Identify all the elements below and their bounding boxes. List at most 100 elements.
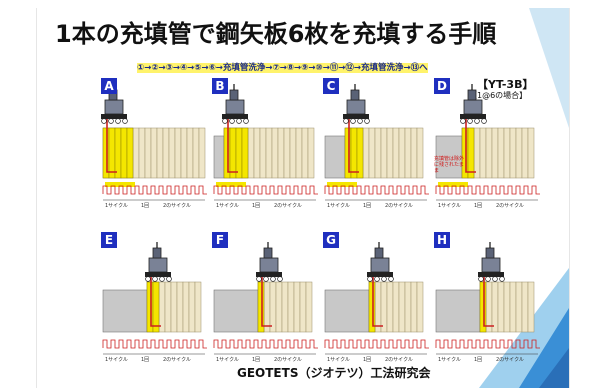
cycle-label-2: 2のサイクル <box>274 203 302 209</box>
panel-drawing <box>213 84 318 201</box>
cycle-timing-wave <box>324 185 429 195</box>
cycle-label-2: 2のサイクル <box>385 357 413 363</box>
sheet-pile <box>398 127 406 179</box>
sheet-pile <box>497 127 505 179</box>
sheet-pile <box>515 281 523 333</box>
cycle-timing-wave <box>213 339 318 349</box>
sheet-pile <box>485 281 493 333</box>
cycle-label-2: 2のサイクル <box>496 203 524 209</box>
cycle-label-2: 2のサイクル <box>496 357 524 363</box>
sheet-pile <box>182 281 190 333</box>
sheet-pile <box>192 127 200 179</box>
sheet-pile <box>527 281 535 333</box>
sheet-pile <box>277 127 285 179</box>
panel-step-badge: G <box>323 232 339 248</box>
panel-d-note: 充填管は除外に残されたまま <box>434 156 465 174</box>
sheet-pile <box>521 127 529 179</box>
cycle-label-mid: 1回 <box>252 357 261 363</box>
cycle-label-mid: 1回 <box>474 357 483 363</box>
sheet-pile <box>503 127 511 179</box>
sheet-pile <box>247 127 255 179</box>
filled-sheet-pile <box>479 281 487 333</box>
filled-sheet-pile <box>467 127 475 179</box>
panel-step-badge: E <box>101 232 117 248</box>
filler-pipe <box>150 272 161 327</box>
sheet-pile <box>253 127 261 179</box>
sheet-pile <box>491 281 499 333</box>
sheet-pile <box>374 281 382 333</box>
pile-driver-machine-icon <box>222 84 249 124</box>
sheet-pile <box>293 281 301 333</box>
cycle-label-1: 1サイクル <box>105 203 128 209</box>
sheet-pile <box>362 127 370 179</box>
sheet-pile <box>392 127 400 179</box>
sheet-pile <box>404 127 412 179</box>
cycle-label-mid: 1回 <box>141 357 150 363</box>
sheet-pile <box>144 127 152 179</box>
sheet-pile <box>410 127 418 179</box>
sheet-pile <box>307 127 315 179</box>
sheet-pile <box>416 127 424 179</box>
sheet-pile <box>194 281 202 333</box>
sheet-pile <box>509 281 517 333</box>
filled-sheet-pile <box>146 281 154 333</box>
sheet-pile <box>162 127 170 179</box>
sheet-pile <box>168 127 176 179</box>
sheet-pile <box>368 127 376 179</box>
filled-sheet-pile <box>235 127 243 179</box>
filled-section <box>435 135 463 179</box>
sheet-pile <box>259 127 267 179</box>
filler-pipe <box>261 272 272 327</box>
sheet-pile <box>281 281 289 333</box>
filled-sheet-pile <box>108 127 116 179</box>
current-step-highlight <box>216 182 246 187</box>
filled-sheet-pile <box>241 127 249 179</box>
filled-sheet-pile <box>344 127 352 179</box>
panel-step-badge: C <box>323 78 339 94</box>
sheet-pile <box>479 127 487 179</box>
current-step-highlight <box>327 182 357 187</box>
panel-drawing <box>324 84 429 201</box>
sheet-pile <box>164 281 172 333</box>
sheet-pile <box>150 127 158 179</box>
pile-driver-machine-icon <box>145 242 172 282</box>
sheet-pile <box>138 127 146 179</box>
filled-sheet-pile <box>126 127 134 179</box>
cycle-label-mid: 1回 <box>363 203 372 209</box>
sheet-pile <box>515 127 523 179</box>
cycle-timing-wave <box>102 185 207 195</box>
slide-title: 1本の充填管で鋼矢板6枚を充填する手順 <box>55 20 497 48</box>
sheet-pile <box>275 281 283 333</box>
sheet-pile <box>186 127 194 179</box>
pile-driver-machine-icon <box>343 84 370 124</box>
filled-section <box>435 289 481 333</box>
sheet-pile <box>473 127 481 179</box>
cycle-label-mid: 1回 <box>252 203 261 209</box>
pile-driver-machine-icon <box>478 242 505 282</box>
pile-driver-machine-icon <box>460 84 487 124</box>
filled-sheet-pile <box>356 127 364 179</box>
model-label: 【YT-3B】 <box>477 78 534 91</box>
panel-drawing <box>435 84 540 201</box>
sheet-pile <box>491 127 499 179</box>
cycle-label-1: 1サイクル <box>216 203 239 209</box>
panel-drawing <box>435 242 540 355</box>
cycle-label-mid: 1回 <box>141 203 150 209</box>
filler-pipe <box>372 272 383 327</box>
sheet-pile <box>174 127 182 179</box>
cycle-label-1: 1サイクル <box>216 357 239 363</box>
panel-step-badge: H <box>434 232 450 248</box>
sheet-pile <box>380 281 388 333</box>
sheet-pile <box>287 281 295 333</box>
sheet-pile <box>269 281 277 333</box>
cycle-label-2: 2のサイクル <box>163 203 191 209</box>
filled-sheet-pile <box>114 127 122 179</box>
cycle-label-mid: 1回 <box>474 203 483 209</box>
cycle-label-1: 1サイクル <box>327 357 350 363</box>
sheet-pile <box>503 281 511 333</box>
current-step-highlight <box>105 182 135 187</box>
